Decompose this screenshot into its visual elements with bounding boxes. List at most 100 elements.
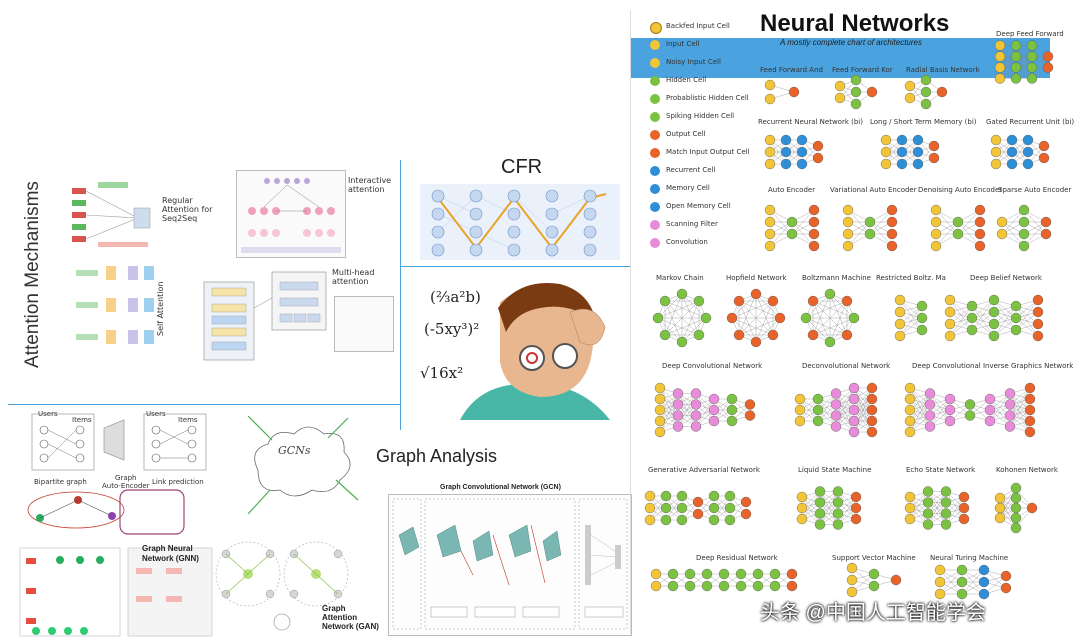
network-cell: [940, 519, 952, 530]
network-cell: [1004, 421, 1016, 432]
network-cell: [660, 514, 672, 526]
cfr-graphic: [431, 189, 607, 257]
regular-attention-label: Regular Attention for Seq2Seq: [162, 196, 213, 223]
network-cell: [904, 404, 916, 416]
legend-label: Noisy Input Cell: [666, 58, 721, 66]
network-connection: [812, 300, 855, 319]
legend-cell-icon: [650, 130, 660, 140]
network-cell: [764, 79, 776, 91]
network-cell: [944, 404, 956, 416]
network-cell: [672, 421, 684, 432]
network-cell: [842, 216, 854, 228]
network-cell: [724, 490, 736, 502]
network-cell: [659, 329, 671, 341]
network-cell: [974, 216, 986, 228]
gnn-diagram: [16, 488, 216, 638]
network-cell: [650, 568, 662, 580]
network-cell: [988, 306, 1000, 318]
network-cell: [880, 158, 892, 170]
multihead-attention-diagram: [200, 268, 330, 372]
network-cell: [841, 295, 853, 307]
network-cell: [1010, 300, 1022, 312]
network-connection: [664, 300, 683, 343]
network-connection: [961, 569, 985, 595]
network-connection: [805, 293, 831, 319]
network-cell: [676, 336, 688, 348]
network-cell: [966, 300, 978, 312]
cfr-math-expression-2: (-5xy³)²: [424, 320, 480, 338]
network-cell: [1026, 40, 1038, 51]
legend-cell-icon: [650, 148, 660, 158]
net-label-gan: Generative Adversarial Network: [648, 466, 760, 474]
network-cell: [767, 295, 779, 307]
network-connection: [664, 300, 700, 336]
network-cell: [786, 216, 798, 228]
network-cell: [726, 404, 738, 416]
network-cell: [1026, 73, 1038, 84]
network-cell: [1018, 216, 1030, 228]
network-cell: [934, 588, 946, 600]
interactive-attention-label: Interactive attention: [348, 176, 392, 194]
network-cell: [934, 576, 946, 588]
network-cell: [652, 312, 664, 324]
network-cell: [964, 399, 976, 410]
network-cell: [672, 388, 684, 399]
network-cell: [708, 393, 720, 405]
network-cell: [692, 508, 704, 520]
network-cell: [920, 86, 932, 98]
self-attention-graphic: [76, 266, 154, 344]
net-label-esn: Echo State Network: [906, 466, 976, 474]
network-cell: [846, 586, 858, 598]
network-cell: [964, 410, 976, 421]
network-cell: [912, 158, 924, 170]
network-cell: [868, 568, 880, 580]
network-cell: [752, 568, 764, 580]
network-cell: [769, 568, 781, 580]
network-cell: [940, 486, 952, 497]
gae-diagram: [28, 410, 208, 486]
network-cell: [814, 508, 826, 519]
network-connection: [681, 300, 700, 343]
network-cell: [994, 62, 1006, 73]
network-cell: [1032, 318, 1044, 330]
network-cell: [824, 288, 836, 300]
self-attention-label: Self Attention: [156, 281, 165, 336]
network-connection: [1015, 299, 1039, 331]
network-cell: [974, 228, 986, 240]
network-cell: [922, 508, 934, 519]
network-cell: [984, 415, 996, 427]
network-connection: [909, 404, 931, 433]
network-cell: [735, 580, 747, 592]
regular-attention-graphic: [72, 182, 151, 247]
network-cell: [701, 580, 713, 592]
legend-cell-icon: [650, 112, 660, 122]
network-cell: [1010, 502, 1022, 514]
network-cell: [650, 580, 662, 592]
network-cell: [832, 508, 844, 519]
network-cell: [830, 410, 842, 421]
network-cell: [1024, 393, 1036, 405]
network-cell: [916, 324, 928, 336]
multihead-attention-graphic: [203, 271, 327, 361]
network-cell: [894, 330, 906, 342]
network-cell: [796, 158, 808, 170]
network-cell: [1024, 382, 1036, 394]
network-cell: [726, 393, 738, 405]
network-cell: [1006, 146, 1018, 158]
net-label-rnn: Recurrent Neural Network (bi): [758, 118, 863, 126]
network-cell: [966, 324, 978, 336]
gcn-architecture-graphic: [392, 498, 628, 630]
network-cell: [956, 564, 968, 576]
network-cell: [850, 491, 862, 503]
network-connection: [659, 404, 679, 433]
network-cell: [944, 415, 956, 427]
gnn-label: Graph Neural Network (GNN): [142, 544, 199, 563]
network-cell: [764, 146, 776, 158]
network-cell: [830, 421, 842, 432]
legend-label: Input Cell: [666, 40, 700, 48]
network-connection: [853, 387, 873, 422]
network-cell: [978, 588, 990, 600]
network-connection: [812, 293, 831, 336]
network-cell: [667, 568, 679, 580]
network-connection: [835, 387, 855, 416]
